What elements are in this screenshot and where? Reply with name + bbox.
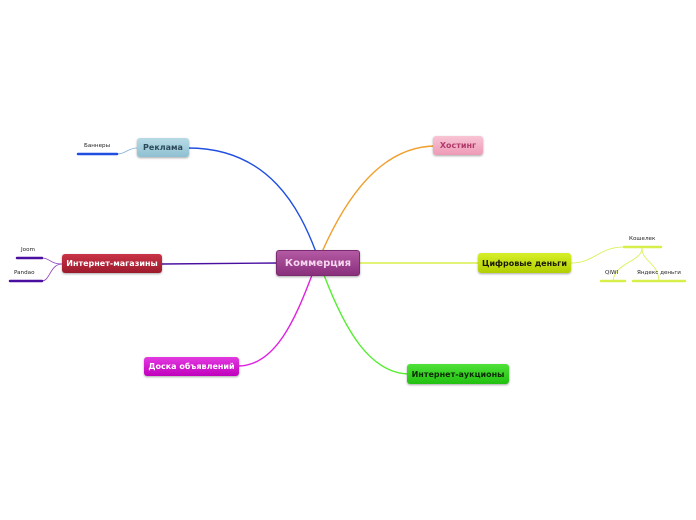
connector-pandao [41,263,63,282]
topic-reklama[interactable]: Реклама [137,138,189,157]
connector-wallet [570,246,625,264]
connector-qiwi [612,247,643,282]
topic-bulletin-board[interactable]: Доска объявлений [144,357,239,376]
connector-shops [161,262,279,265]
leaf-pandao[interactable]: Pandao [14,270,35,276]
leaf-yandex-money[interactable]: Яндекс деньги [637,270,681,276]
topic-internet-auctions[interactable]: Интернет-аукционы [407,364,509,384]
topic-hosting[interactable]: Хостинг [433,136,483,155]
leaf-banners[interactable]: Баннеры [84,143,110,149]
topic-digital-money[interactable]: Цифровые деньги [478,253,571,273]
connector-board [237,274,313,367]
connector-reklama [187,147,317,253]
connector-hosting [321,145,437,253]
leaf-joom[interactable]: Joom [21,247,35,253]
connector-joom [41,257,63,265]
connector-yandex [641,247,660,282]
central-topic[interactable]: Коммерция [276,250,360,276]
connector-banners [116,147,138,155]
topic-internet-shops[interactable]: Интернет-магазины [62,254,162,273]
leaf-qiwi[interactable]: QIWI [605,270,619,276]
leaf-wallet[interactable]: Кошелек [629,236,656,242]
connector-auctions [323,274,411,375]
